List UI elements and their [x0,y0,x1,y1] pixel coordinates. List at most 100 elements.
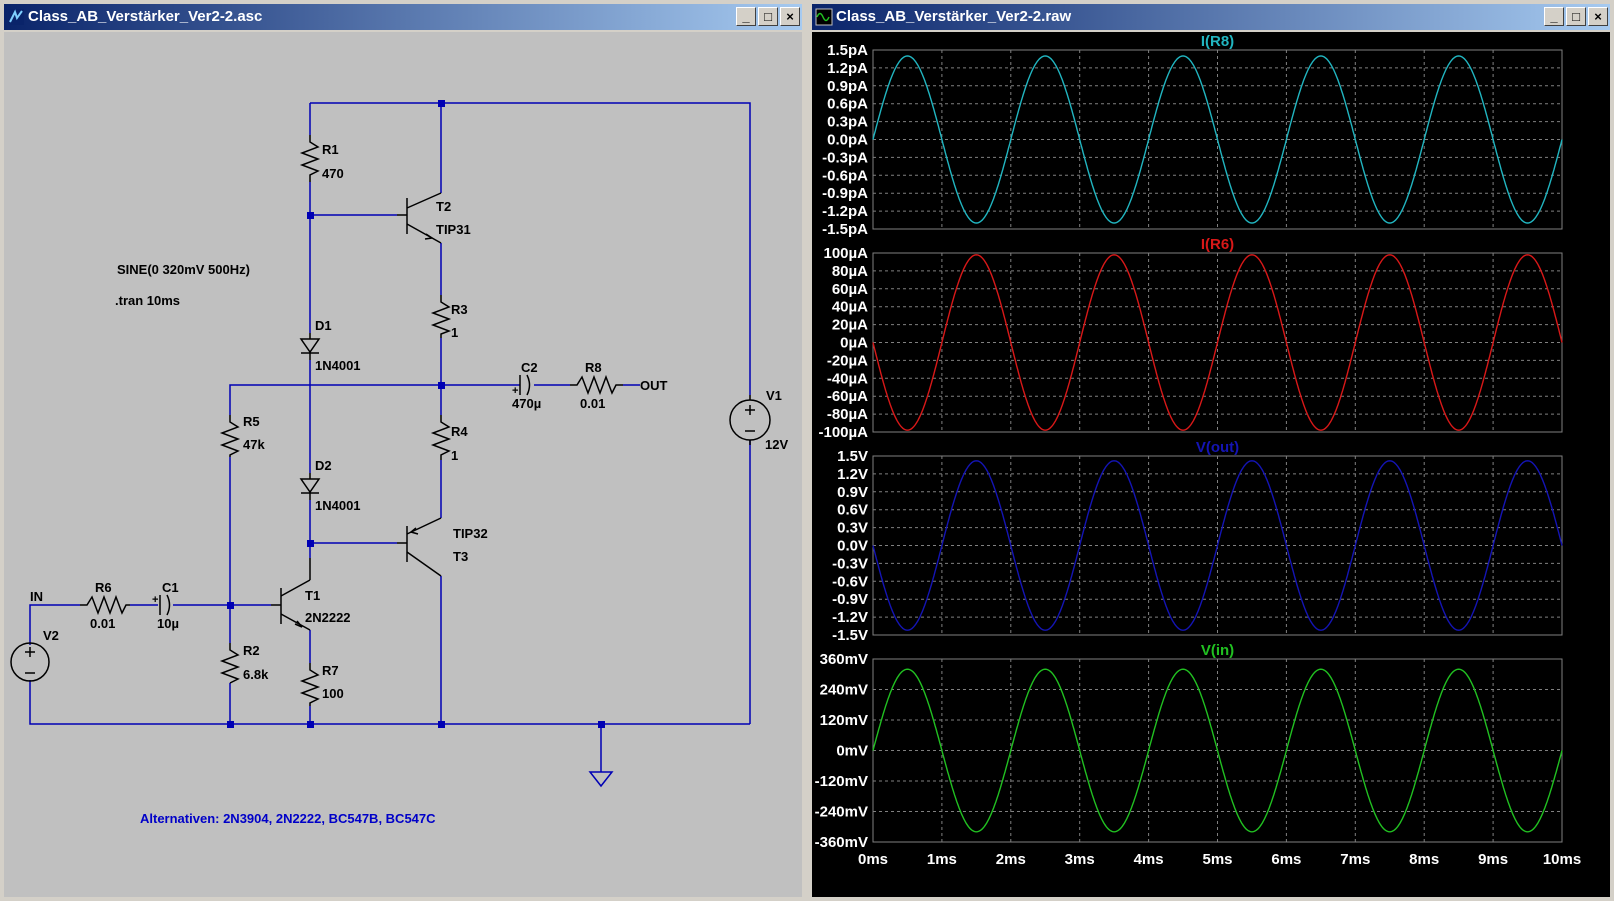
resistor-r7-icon [299,663,321,706]
y-tick-label: -20µA [827,352,868,369]
x-tick-label: 1ms [927,851,957,868]
transistor-t3-icon [397,517,442,577]
y-tick-label: 0mV [836,743,868,760]
pane-i-r6[interactable]: 100µA80µA60µA40µA20µA0µA-20µA-40µA-60µA-… [819,236,1563,441]
r6-name-label: R6 [95,580,112,595]
r7-name-label: R7 [322,663,339,678]
trace-title[interactable]: V(out) [1196,439,1239,456]
x-tick-label: 0ms [858,851,888,868]
transistor-t1-icon [271,558,311,631]
t3-value-label: TIP32 [453,526,488,541]
capacitor-symbols [159,374,531,616]
y-tick-label: 0.3V [837,520,868,537]
trace-title[interactable]: V(in) [1201,642,1234,659]
junction-dots [227,100,605,728]
plot-titlebar[interactable]: Class_AB_Verstärker_Ver2-2.raw _ □ × [812,4,1610,30]
r4-name-label: R4 [451,424,468,439]
trace-vout[interactable] [872,460,1563,631]
d2-name-label: D2 [315,458,332,473]
r3-name-label: R3 [451,302,468,317]
t3-name-label: T3 [453,549,468,564]
resistor-r1-icon [299,135,321,182]
y-tick-label: -1.2pA [822,203,868,220]
resistor-r4-icon [430,415,452,460]
close-button[interactable]: × [1588,7,1608,26]
y-tick-label: 0µA [840,335,868,352]
x-tick-label: 8ms [1409,851,1439,868]
v2-name-label: V2 [43,628,59,643]
y-tick-label: 0.0V [837,538,868,555]
voltage-source-v1-icon [729,395,771,445]
t2-value-label: TIP31 [436,222,471,237]
c2-value-label: 470µ [512,396,541,411]
close-button[interactable]: × [780,7,800,26]
c1-name-label: C1 [162,580,179,595]
minimize-button[interactable]: _ [1544,7,1564,26]
c2-plus-sign: + [512,385,518,397]
r3-value-label: 1 [451,325,458,340]
trace-vin[interactable] [872,668,1563,833]
capacitor-c1-icon [159,594,171,616]
v1-name-label: V1 [766,388,782,403]
transistor-t2-icon [397,192,442,244]
y-tick-label: 1.5V [837,448,868,465]
resistor-r2-icon [219,643,241,684]
tran-directive[interactable]: .tran 10ms [115,293,180,308]
y-tick-label: 60µA [832,281,868,298]
trace-ir6[interactable] [872,254,1563,431]
maximize-button[interactable]: □ [758,7,778,26]
sine-directive[interactable]: SINE(0 320mV 500Hz) [117,262,250,277]
plot-window-title: Class_AB_Verstärker_Ver2-2.raw [836,8,1072,25]
plot-window: Class_AB_Verstärker_Ver2-2.raw _ □ × 1.5… [808,0,1614,901]
r8-value-label: 0.01 [580,396,605,411]
y-tick-label: -0.3pA [822,149,868,166]
alternatives-comment[interactable]: Alternativen: 2N3904, 2N2222, BC547B, BC… [140,811,436,826]
y-tick-label: -0.6V [832,573,868,590]
voltage-source-symbols [10,395,771,682]
maximize-button[interactable]: □ [1566,7,1586,26]
r5-name-label: R5 [243,414,260,429]
d1-name-label: D1 [315,318,332,333]
r6-value-label: 0.01 [90,616,115,631]
x-tick-label: 10ms [1543,851,1581,868]
resistor-symbols [80,135,623,706]
minimize-button[interactable]: _ [736,7,756,26]
y-tick-label: 1.2pA [827,60,868,77]
diode-d1-icon [299,333,321,360]
y-tick-label: 80µA [832,263,868,280]
schematic-canvas[interactable]: + + [4,32,802,897]
r2-value-label: 6.8k [243,667,269,682]
pane-v-out[interactable]: 1.5V1.2V0.9V0.6V0.3V0.0V-0.3V-0.6V-0.9V-… [832,439,1563,644]
trace-title[interactable]: I(R8) [1201,33,1234,50]
ground-icon [588,771,614,788]
x-tick-label: 9ms [1478,851,1508,868]
trace-ir8[interactable] [872,55,1563,224]
waveform-viewer-icon [815,8,833,26]
waveform-plot-area[interactable]: 1.5pA1.2pA0.9pA0.6pA0.3pA0.0pA-0.3pA-0.6… [812,32,1610,897]
schematic-background [4,32,802,897]
resistor-r8-icon [570,374,623,396]
pane-v-in[interactable]: 360mV240mV120mV0mV-120mV-240mV-360mVV(in… [815,642,1563,851]
ltspice-schematic-icon [8,9,24,25]
y-tick-label: -1.5V [832,627,868,644]
y-tick-label: 360mV [820,651,868,668]
c1-plus-sign: + [152,594,158,606]
pane-i-r8[interactable]: 1.5pA1.2pA0.9pA0.6pA0.3pA0.0pA-0.3pA-0.6… [822,33,1563,238]
trace-title[interactable]: I(R6) [1201,236,1234,253]
c2-name-label: C2 [521,360,538,375]
y-tick-label: 0.3pA [827,114,868,131]
in-net-label: IN [30,589,43,604]
d1-value-label: 1N4001 [315,358,361,373]
schematic-titlebar[interactable]: Class_AB_Verstärker_Ver2-2.asc _ □ × [4,4,802,30]
y-tick-label: -120mV [815,773,868,790]
y-tick-label: 120mV [820,712,868,729]
y-tick-label: 1.5pA [827,42,868,59]
y-tick-label: -0.9pA [822,185,868,202]
x-tick-label: 7ms [1340,851,1370,868]
v1-value-label: 12V [765,437,788,452]
x-tick-label: 6ms [1271,851,1301,868]
y-tick-label: 40µA [832,299,868,316]
schematic-window: Class_AB_Verstärker_Ver2-2.asc _ □ × [0,0,806,901]
y-tick-label: 100µA [823,245,868,262]
